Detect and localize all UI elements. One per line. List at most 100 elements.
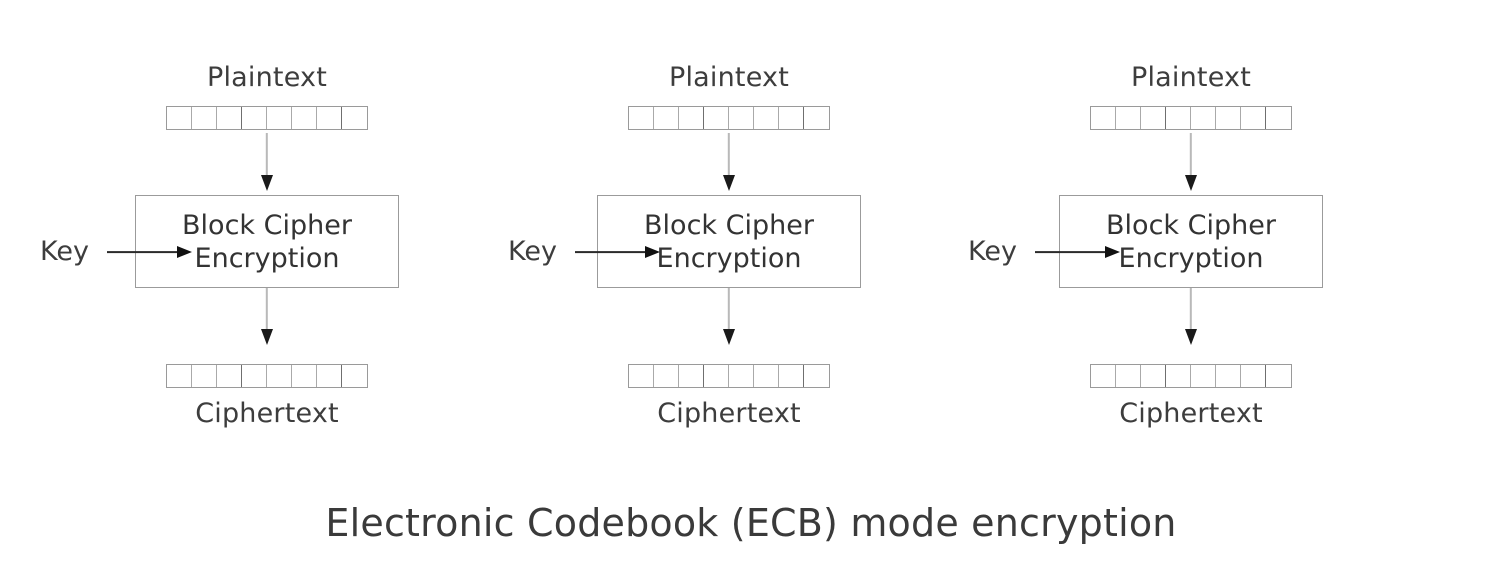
arrow-shaft: [1189, 133, 1193, 178]
plaintext-block-bar: [1090, 106, 1292, 130]
block-cipher-encryption-box: Block Cipher Encryption: [1059, 195, 1323, 288]
key-to-cipher-arrow-icon: [106, 244, 193, 260]
arrow-shaft: [1189, 288, 1193, 332]
key-label: Key: [40, 236, 89, 267]
ciphertext-cell: [267, 365, 292, 387]
ciphertext-label: Ciphertext: [657, 398, 801, 429]
ciphertext-block-bar: [1090, 364, 1292, 388]
plaintext-cell: [704, 107, 729, 129]
plaintext-label: Plaintext: [1130, 62, 1252, 93]
cipher-box-line-1: Block Cipher: [182, 209, 352, 241]
key-to-cipher-arrow-icon: [574, 244, 661, 260]
arrow-shaft: [574, 251, 647, 253]
ciphertext-cell: [654, 365, 679, 387]
arrow-head: [261, 329, 273, 345]
ciphertext-cell: [729, 365, 754, 387]
ciphertext-cell: [1141, 365, 1166, 387]
arrow-shaft: [265, 133, 269, 178]
arrow-head: [1185, 175, 1197, 191]
plaintext-cell: [1241, 107, 1266, 129]
ciphertext-cell: [1116, 365, 1141, 387]
cipher-to-ciphertext-arrow-icon: [260, 288, 274, 352]
ciphertext-cell: [192, 365, 217, 387]
arrow-head: [723, 175, 735, 191]
ciphertext-cell: [1241, 365, 1266, 387]
plaintext-cell: [754, 107, 779, 129]
cipher-box-line-1: Block Cipher: [644, 209, 814, 241]
ciphertext-block-bar: [166, 364, 368, 388]
plaintext-cell: [1141, 107, 1166, 129]
plaintext-cell: [1166, 107, 1191, 129]
ciphertext-block-bar: [628, 364, 830, 388]
plaintext-cell: [192, 107, 217, 129]
arrow-shaft: [1034, 251, 1107, 253]
ciphertext-cell: [679, 365, 704, 387]
arrow-head: [1185, 329, 1197, 345]
ciphertext-cell: [1166, 365, 1191, 387]
plaintext-cell: [217, 107, 242, 129]
ciphertext-label: Ciphertext: [1119, 398, 1263, 429]
ciphertext-cell: [317, 365, 342, 387]
plaintext-label: Plaintext: [668, 62, 790, 93]
plaintext-to-cipher-arrow-icon: [1184, 133, 1198, 195]
plaintext-cell: [267, 107, 292, 129]
plaintext-to-cipher-arrow-icon: [722, 133, 736, 195]
encryption-stage-3: Plaintext Block Cipher Encryption: [960, 62, 1422, 462]
key-input-group-1: Key: [40, 232, 193, 272]
cipher-to-ciphertext-arrow-icon: [1184, 288, 1198, 352]
arrow-head: [1104, 246, 1120, 258]
ciphertext-cell: [1091, 365, 1116, 387]
ciphertext-cell: [167, 365, 192, 387]
encryption-stage-1: Plaintext Block Cipher Encryption: [36, 62, 498, 462]
ciphertext-cell: [754, 365, 779, 387]
cipher-box-line-2: Encryption: [1118, 242, 1264, 274]
ciphertext-cell: [1216, 365, 1241, 387]
ciphertext-cell: [779, 365, 804, 387]
ciphertext-cell: [217, 365, 242, 387]
plaintext-cell: [1116, 107, 1141, 129]
plaintext-cell: [804, 107, 829, 129]
plaintext-cell: [167, 107, 192, 129]
plaintext-cell: [342, 107, 367, 129]
ciphertext-cell: [704, 365, 729, 387]
cipher-to-ciphertext-arrow-icon: [722, 288, 736, 352]
arrow-shaft: [106, 251, 179, 253]
ciphertext-cell: [804, 365, 829, 387]
plaintext-cell: [1216, 107, 1241, 129]
key-label: Key: [508, 236, 557, 267]
plaintext-cell: [242, 107, 267, 129]
ciphertext-cell: [342, 365, 367, 387]
plaintext-cell: [1191, 107, 1216, 129]
key-input-group-2: Key: [508, 232, 661, 272]
key-input-group-3: Key: [968, 232, 1121, 272]
diagram-caption: Electronic Codebook (ECB) mode encryptio…: [325, 501, 1177, 545]
plaintext-to-cipher-arrow-icon: [260, 133, 274, 195]
plaintext-block-bar: [166, 106, 368, 130]
ciphertext-cell: [292, 365, 317, 387]
cipher-box-line-2: Encryption: [656, 242, 802, 274]
plaintext-cell: [292, 107, 317, 129]
ciphertext-cell: [242, 365, 267, 387]
arrow-head: [644, 246, 660, 258]
key-to-cipher-arrow-icon: [1034, 244, 1121, 260]
block-cipher-encryption-box: Block Cipher Encryption: [597, 195, 861, 288]
plaintext-cell: [729, 107, 754, 129]
plaintext-cell: [1266, 107, 1291, 129]
block-cipher-encryption-box: Block Cipher Encryption: [135, 195, 399, 288]
arrow-head: [176, 246, 192, 258]
plaintext-cell: [679, 107, 704, 129]
cipher-box-line-1: Block Cipher: [1106, 209, 1276, 241]
cipher-box-line-2: Encryption: [194, 242, 340, 274]
plaintext-cell: [317, 107, 342, 129]
ciphertext-label: Ciphertext: [195, 398, 339, 429]
plaintext-label: Plaintext: [206, 62, 328, 93]
encryption-stages-row: Plaintext Block Cipher Encryption: [0, 62, 1502, 462]
ciphertext-cell: [1191, 365, 1216, 387]
arrow-head: [723, 329, 735, 345]
arrow-shaft: [265, 288, 269, 332]
encryption-stage-2: Plaintext Block Cipher Encryption: [498, 62, 960, 462]
plaintext-block-bar: [628, 106, 830, 130]
plaintext-cell: [779, 107, 804, 129]
arrow-shaft: [727, 133, 731, 178]
